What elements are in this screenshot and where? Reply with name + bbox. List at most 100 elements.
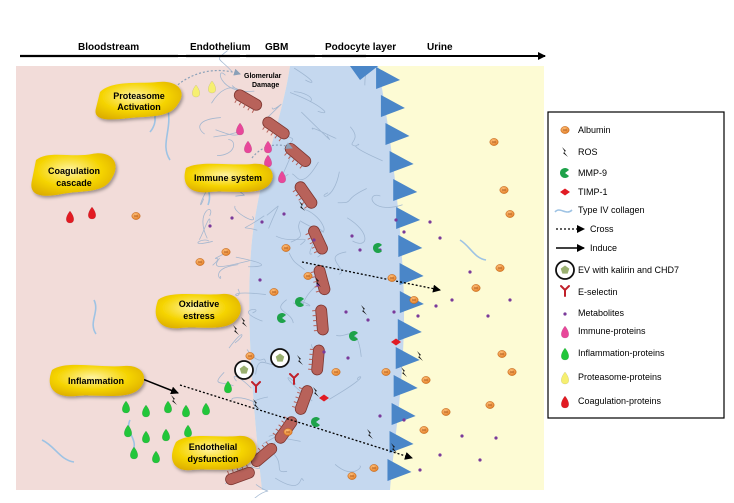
albumin-icon: [196, 258, 204, 265]
metabolite-icon: [438, 453, 441, 456]
inflammation-blob: Inflammation: [50, 365, 144, 396]
albumin-icon: [370, 464, 378, 471]
albumin-icon: [332, 368, 340, 375]
endothelial-text-2: dysfunction: [188, 454, 239, 464]
metabolite-icon: [418, 468, 421, 471]
metabolite-icon: [346, 356, 349, 359]
ev-icon: [235, 361, 253, 379]
metabolite-icon: [486, 314, 489, 317]
legend-label-metabolites: Metabolites: [578, 308, 625, 318]
coagulation-text-2: cascade: [56, 178, 92, 188]
proteasome-text-1: Proteasome: [113, 91, 165, 101]
oxidative-estress-blob: Oxidative estress: [156, 294, 241, 328]
metabolite-icon: [508, 298, 511, 301]
metabolite-icon: [350, 234, 353, 237]
metabolite-icon: [322, 350, 325, 353]
metabolite-icon: [438, 236, 441, 239]
legend-label-ros: ROS: [578, 147, 598, 157]
albumin-icon: [486, 401, 494, 408]
metabolite-icon: [402, 230, 405, 233]
legend-label-immune: Immune-proteins: [578, 326, 646, 336]
legend-label-mmp9: MMP-9: [578, 168, 607, 178]
albumin-icon: [420, 426, 428, 433]
albumin-icon: [132, 212, 140, 219]
oxidative-text-1: Oxidative: [179, 299, 220, 309]
albumin-icon: [246, 352, 254, 359]
ev-icon: [556, 261, 574, 279]
metabolite-icon: [494, 436, 497, 439]
legend-label-albumin: Albumin: [578, 125, 611, 135]
metabolite-icon: [478, 458, 481, 461]
legend-label-timp1: TIMP-1: [578, 187, 608, 197]
albumin-icon: [270, 288, 278, 295]
endothelial-text-1: Endothelial: [189, 442, 238, 452]
metabolite-icon: [416, 314, 419, 317]
albumin-icon: [410, 296, 418, 303]
label-endothelium: Endothelium: [190, 42, 251, 53]
metabolite-icon: [402, 418, 405, 421]
albumin-icon: [500, 186, 508, 193]
albumin-icon: [222, 248, 230, 255]
metabolite-icon: [468, 270, 471, 273]
albumin-icon: [442, 408, 450, 415]
albumin-icon: [506, 210, 514, 217]
metabolite-icon: [450, 298, 453, 301]
albumin-icon: [472, 284, 480, 291]
metabolite-icon: [392, 310, 395, 313]
metabolite-icon: [208, 224, 211, 227]
metabolite-icon: [230, 216, 233, 219]
metabolite-icon: [460, 434, 463, 437]
label-gbm: GBM: [265, 42, 288, 53]
legend-label-coagulation: Coagulation-proteins: [578, 396, 662, 406]
legend-label-ev: EV with kalirin and CHD7: [578, 265, 679, 275]
albumin-icon: [561, 126, 569, 133]
metabolite-icon: [394, 218, 397, 221]
oxidative-text-2: estress: [183, 311, 215, 321]
endothelial-dysfunction-blob: Endothelial dysfunction: [172, 436, 256, 470]
metabolite-icon: [434, 304, 437, 307]
inflammation-text: Inflammation: [68, 376, 124, 386]
albumin-icon: [490, 138, 498, 145]
label-podocyte-layer: Podocyte layer: [325, 42, 396, 53]
albumin-icon: [282, 244, 290, 251]
albumin-icon: [498, 350, 506, 357]
bloodstream-region: [16, 66, 290, 490]
glomerular-damage-line2: Damage: [252, 82, 279, 89]
ev-icon: [271, 349, 289, 367]
legend-label-inflammation: Inflammation-proteins: [578, 348, 665, 358]
albumin-icon: [508, 368, 516, 375]
label-bloodstream: Bloodstream: [78, 42, 139, 53]
metabolite-icon: [258, 278, 261, 281]
albumin-icon: [496, 264, 504, 271]
label-urine: Urine: [427, 42, 453, 53]
metabolite-icon: [358, 248, 361, 251]
legend-label-induce: Induce: [590, 243, 617, 253]
albumin-icon: [382, 368, 390, 375]
metabolite-icon: [378, 414, 381, 417]
metabolite-icon: [260, 220, 263, 223]
glomerular-damage-line1: Glomerular: [244, 73, 282, 80]
legend: Albumin ROS MMP-9 TIMP-1 Type IV collage…: [548, 112, 724, 418]
albumin-icon: [304, 272, 312, 279]
legend-label-proteasome: Proteasome-proteins: [578, 372, 662, 382]
legend-label-collagen: Type IV collagen: [578, 205, 645, 215]
coagulation-text-1: Coagulation: [48, 166, 100, 176]
header: Bloodstream Endothelium GBM Podocyte lay…: [20, 42, 545, 56]
albumin-icon: [284, 428, 292, 435]
legend-label-eselectin: E-selectin: [578, 287, 618, 297]
albumin-icon: [422, 376, 430, 383]
albumin-icon: [348, 472, 356, 479]
metabolite-icon: [428, 220, 431, 223]
legend-label-cross: Cross: [590, 224, 614, 234]
immune-system-blob: Immune system: [185, 164, 273, 193]
metabolite-icon: [282, 212, 285, 215]
proteasome-text-2: Activation: [117, 102, 161, 112]
immune-text: Immune system: [194, 173, 262, 183]
metabolite-icon: [366, 318, 369, 321]
metabolite-icon: [563, 312, 566, 315]
metabolite-icon: [344, 310, 347, 313]
albumin-icon: [388, 274, 396, 281]
metabolite-icon: [312, 238, 315, 241]
